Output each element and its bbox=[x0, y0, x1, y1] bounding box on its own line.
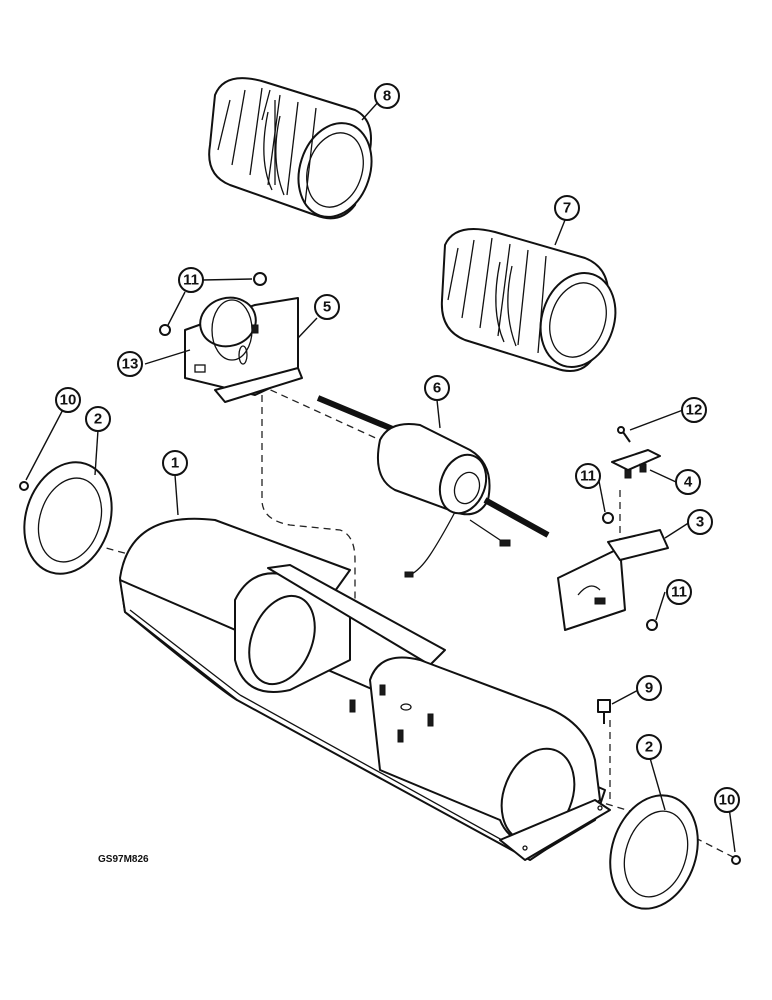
svg-text:5: 5 bbox=[323, 299, 331, 316]
screw-icon bbox=[731, 855, 741, 865]
callout-13: 13 bbox=[117, 351, 143, 377]
gasket-ring-right bbox=[609, 794, 699, 910]
svg-text:1: 1 bbox=[171, 455, 179, 472]
svg-text:3: 3 bbox=[696, 514, 704, 531]
svg-text:6: 6 bbox=[433, 380, 441, 397]
callout-11-top: 11 bbox=[178, 267, 204, 293]
svg-text:4: 4 bbox=[684, 474, 693, 491]
svg-text:11: 11 bbox=[580, 468, 596, 485]
svg-text:10: 10 bbox=[60, 392, 77, 409]
svg-text:7: 7 bbox=[563, 200, 571, 217]
svg-text:12: 12 bbox=[686, 402, 703, 419]
svg-text:2: 2 bbox=[94, 411, 102, 428]
callout-5: 5 bbox=[314, 294, 340, 320]
blower-wheel-upper bbox=[208, 77, 373, 220]
svg-text:2: 2 bbox=[645, 739, 653, 756]
assembly-lines bbox=[94, 359, 736, 859]
svg-text:11: 11 bbox=[671, 584, 687, 601]
svg-text:10: 10 bbox=[719, 792, 736, 809]
callout-2-left: 2 bbox=[85, 406, 111, 432]
gasket-ring-left bbox=[23, 461, 113, 575]
callout-12: 12 bbox=[681, 397, 707, 423]
figure-id: GS97M826 bbox=[98, 854, 149, 865]
callout-11-bottom: 11 bbox=[666, 579, 692, 605]
screw-icon bbox=[19, 481, 29, 491]
motor-mount-bracket-left bbox=[184, 296, 303, 403]
callout-7: 7 bbox=[554, 195, 580, 221]
nut-icon bbox=[646, 619, 658, 631]
callout-9: 9 bbox=[636, 675, 662, 701]
callout-3: 3 bbox=[687, 509, 713, 535]
blower-housing bbox=[119, 517, 611, 861]
svg-text:9: 9 bbox=[645, 680, 653, 697]
motor-mount-bracket-right bbox=[557, 529, 669, 631]
callout-10-left: 10 bbox=[55, 387, 81, 413]
svg-text:8: 8 bbox=[383, 88, 391, 105]
callout-10-right: 10 bbox=[714, 787, 740, 813]
nut-icon bbox=[602, 512, 614, 524]
svg-text:13: 13 bbox=[122, 356, 139, 373]
bolt-icon bbox=[597, 699, 611, 713]
callout-11-middle: 11 bbox=[575, 463, 601, 489]
nut-icon bbox=[159, 324, 171, 336]
callout-8: 8 bbox=[374, 83, 400, 109]
fasteners bbox=[19, 272, 741, 865]
callout-4: 4 bbox=[675, 469, 701, 495]
callout-6: 6 bbox=[424, 375, 450, 401]
blower-motor bbox=[316, 395, 550, 578]
nut-icon bbox=[253, 272, 267, 286]
callout-2-right: 2 bbox=[636, 734, 662, 760]
svg-text:11: 11 bbox=[183, 272, 199, 289]
blower-wheel-right bbox=[440, 228, 617, 372]
callout-1: 1 bbox=[162, 450, 188, 476]
resistor-assembly bbox=[611, 426, 661, 479]
